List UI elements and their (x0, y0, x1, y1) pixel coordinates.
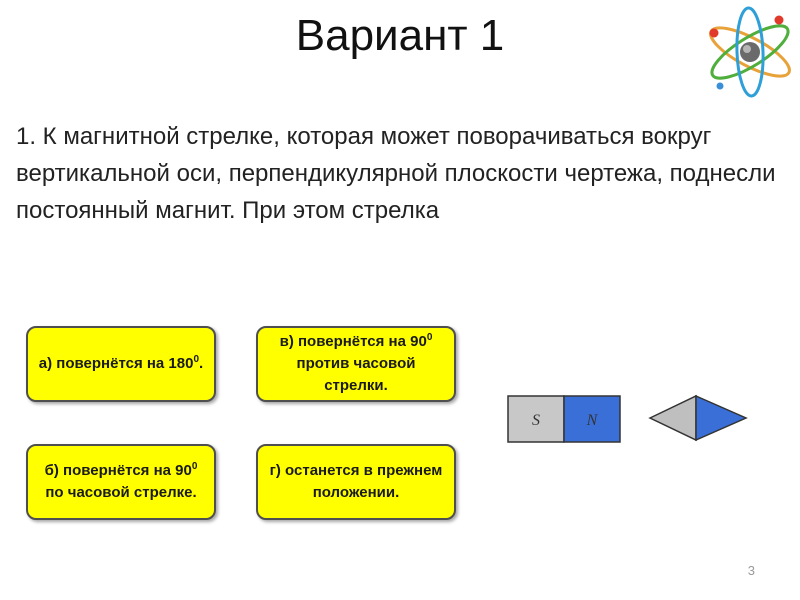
magnetic-needle (648, 394, 748, 442)
question-text: 1. К магнитной стрелке, которая может по… (16, 123, 776, 224)
magnet-needle-diagram: S N (507, 394, 748, 443)
answer-g-button[interactable]: г) останется в прежнем положении. (256, 444, 456, 520)
magnet-south-label: S (532, 412, 540, 429)
needle-north-half (695, 394, 748, 442)
magnet-north-pole (563, 395, 621, 443)
page-number: 3 (747, 563, 755, 578)
needle-south-half (648, 394, 697, 442)
answer-a-button[interactable]: а) повернётся на 1800. (26, 326, 216, 402)
slide-title: Вариант 1 (295, 11, 505, 60)
answer-v-button[interactable]: в) повернётся на 900 против часовой стре… (256, 326, 456, 402)
atom-icon (709, 6, 791, 98)
answer-a-text: а) повернётся на 1800. (38, 354, 204, 373)
bar-magnet: S N (507, 395, 621, 443)
magnet-south-pole (507, 395, 565, 443)
answer-v-text: в) повернётся на 900 против часовой стре… (279, 332, 433, 395)
answer-b-button[interactable]: б) повернётся на 900 по часовой стрелке. (26, 444, 216, 520)
magnet-north-label: N (586, 412, 599, 429)
answer-b-text: б) повернётся на 900 по часовой стрелке. (44, 461, 198, 502)
answer-g-text: г) останется в прежнем положении. (269, 462, 443, 501)
